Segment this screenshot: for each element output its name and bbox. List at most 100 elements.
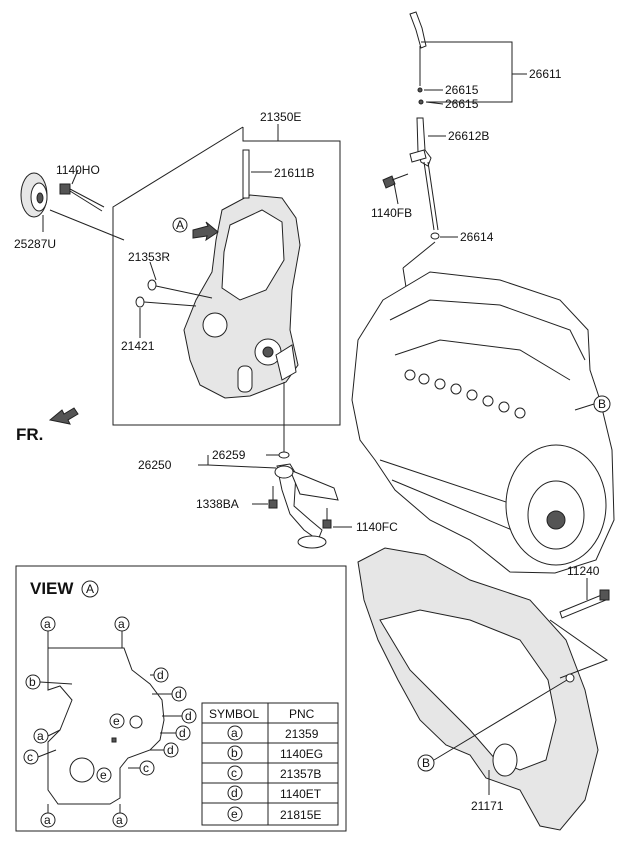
timing-cover-upper-face bbox=[221, 209, 285, 301]
engine-block: B bbox=[351, 271, 615, 574]
bolt-1140ho-shank bbox=[69, 188, 105, 208]
label-21421: 21421 bbox=[121, 339, 155, 353]
marker-e-text: e bbox=[100, 768, 107, 782]
front-arrow-icon bbox=[48, 407, 79, 425]
port-hole bbox=[498, 401, 510, 413]
label-26612b: 26612B bbox=[448, 129, 489, 143]
tube-link-1 bbox=[402, 241, 436, 269]
oil-pickup-group bbox=[198, 382, 352, 549]
label-26259: 26259 bbox=[212, 448, 246, 462]
marker-d-text: d bbox=[179, 726, 186, 740]
table-symbol: a bbox=[231, 726, 238, 740]
marker-a-circle bbox=[114, 616, 130, 632]
table-symbol-circle bbox=[227, 725, 243, 741]
view-a-ref-circle bbox=[81, 580, 99, 598]
callout-a-text: A bbox=[176, 218, 184, 232]
stud-21611b bbox=[242, 149, 250, 199]
marker-c-circle bbox=[139, 760, 155, 776]
bolt-1140fc bbox=[322, 519, 332, 529]
marker-d-circle bbox=[171, 686, 187, 702]
marker-leader bbox=[47, 729, 61, 737]
view-a-frame bbox=[15, 565, 347, 832]
table-header-pnc: PNC bbox=[289, 707, 315, 721]
table-pnc: 1140EG bbox=[280, 747, 323, 761]
table-header-symbol: SYMBOL bbox=[209, 707, 259, 721]
marker-a-circle bbox=[33, 728, 49, 744]
oil-pump-center bbox=[262, 346, 274, 358]
bolt-11240-head bbox=[599, 589, 610, 601]
oil-pickup-port bbox=[275, 344, 297, 381]
bolt-11240 bbox=[559, 593, 607, 619]
label-21611b: 21611B bbox=[274, 166, 314, 180]
port-hole bbox=[434, 378, 446, 390]
marker-d-circle bbox=[153, 667, 169, 683]
pickup-flange bbox=[274, 465, 294, 479]
oil-pickup-pipe bbox=[276, 463, 323, 541]
table-frame bbox=[201, 702, 339, 826]
table-symbol-circle bbox=[227, 745, 243, 761]
guide-tube-a bbox=[423, 161, 435, 231]
bolt-1338ba bbox=[268, 499, 278, 509]
label-25287u: 25287U bbox=[14, 237, 56, 251]
callout-b-top-circle bbox=[593, 395, 611, 413]
port-hole bbox=[514, 407, 526, 419]
oring-26259 bbox=[278, 451, 290, 459]
cover-21171-group: B bbox=[357, 547, 610, 831]
marker-c-text: c bbox=[143, 761, 149, 775]
marker-d-circle bbox=[175, 725, 191, 741]
label-21171: 21171 bbox=[471, 799, 504, 813]
table-symbol: c bbox=[231, 766, 237, 780]
marker-a-text: a bbox=[118, 617, 125, 631]
table-symbol-circle bbox=[227, 806, 243, 822]
front-indicator: FR. bbox=[16, 407, 79, 444]
marker-c-circle bbox=[23, 749, 39, 765]
label-26615-b: 26615 bbox=[445, 97, 479, 111]
marker-b-text: b bbox=[29, 675, 36, 689]
label-1140fc: 1140FC bbox=[356, 520, 398, 534]
block-deck-line bbox=[389, 299, 586, 361]
port-hole bbox=[418, 373, 430, 385]
port-hole bbox=[404, 369, 416, 381]
port-hole bbox=[450, 383, 462, 395]
marker-b-circle bbox=[25, 674, 41, 690]
marker-leader bbox=[39, 681, 73, 685]
view-markers: a a b d d d d d a bbox=[23, 616, 197, 828]
marker-d-text: d bbox=[175, 687, 182, 701]
leader-26250-b bbox=[207, 464, 277, 469]
marker-d-circle bbox=[181, 708, 197, 724]
marker-d-text: d bbox=[157, 668, 164, 682]
table-symbol: d bbox=[231, 786, 238, 800]
marker-a-circle bbox=[40, 812, 56, 828]
front-cover-box bbox=[112, 126, 341, 426]
leader-1140ho bbox=[71, 169, 79, 185]
label-11240: 11240 bbox=[567, 564, 600, 578]
dipstick-assembly bbox=[382, 11, 527, 506]
symbol-pnc-table: SYMBOL PNC a 21359 b 1140EG c 21357B d 1… bbox=[201, 702, 339, 826]
label-21353r: 21353R bbox=[128, 250, 170, 264]
marker-e-circle bbox=[96, 767, 112, 783]
marker-c-text: c bbox=[27, 750, 33, 764]
leader-26250-a bbox=[198, 455, 209, 466]
marker-a-circle bbox=[40, 616, 56, 632]
label-1140ho: 1140HO bbox=[56, 163, 100, 177]
view-a-inset: VIEW A a a b d d d bbox=[15, 565, 347, 832]
view-a-ref-text: A bbox=[86, 582, 94, 596]
crank-pulley-hub bbox=[36, 192, 44, 204]
gasket-21353r-link bbox=[155, 285, 213, 299]
marker-e-circle bbox=[109, 713, 125, 729]
view-pump-ring bbox=[129, 715, 143, 729]
port-holes bbox=[404, 369, 526, 419]
gasket-21353r bbox=[147, 279, 157, 291]
label-21350e: 21350E bbox=[260, 110, 301, 124]
oil-strainer bbox=[297, 535, 327, 549]
view-cover-outline bbox=[47, 647, 165, 805]
view-a-arrow bbox=[192, 221, 219, 242]
oil-filter-stub bbox=[237, 365, 253, 393]
gasket-21421-link bbox=[143, 301, 197, 307]
label-1140fb: 1140FB bbox=[371, 206, 412, 220]
callout-b-bottom-circle bbox=[417, 754, 435, 772]
marker-a-circle bbox=[112, 812, 128, 828]
leader-1140fb bbox=[393, 182, 399, 205]
front-cover-group: A bbox=[112, 124, 341, 426]
